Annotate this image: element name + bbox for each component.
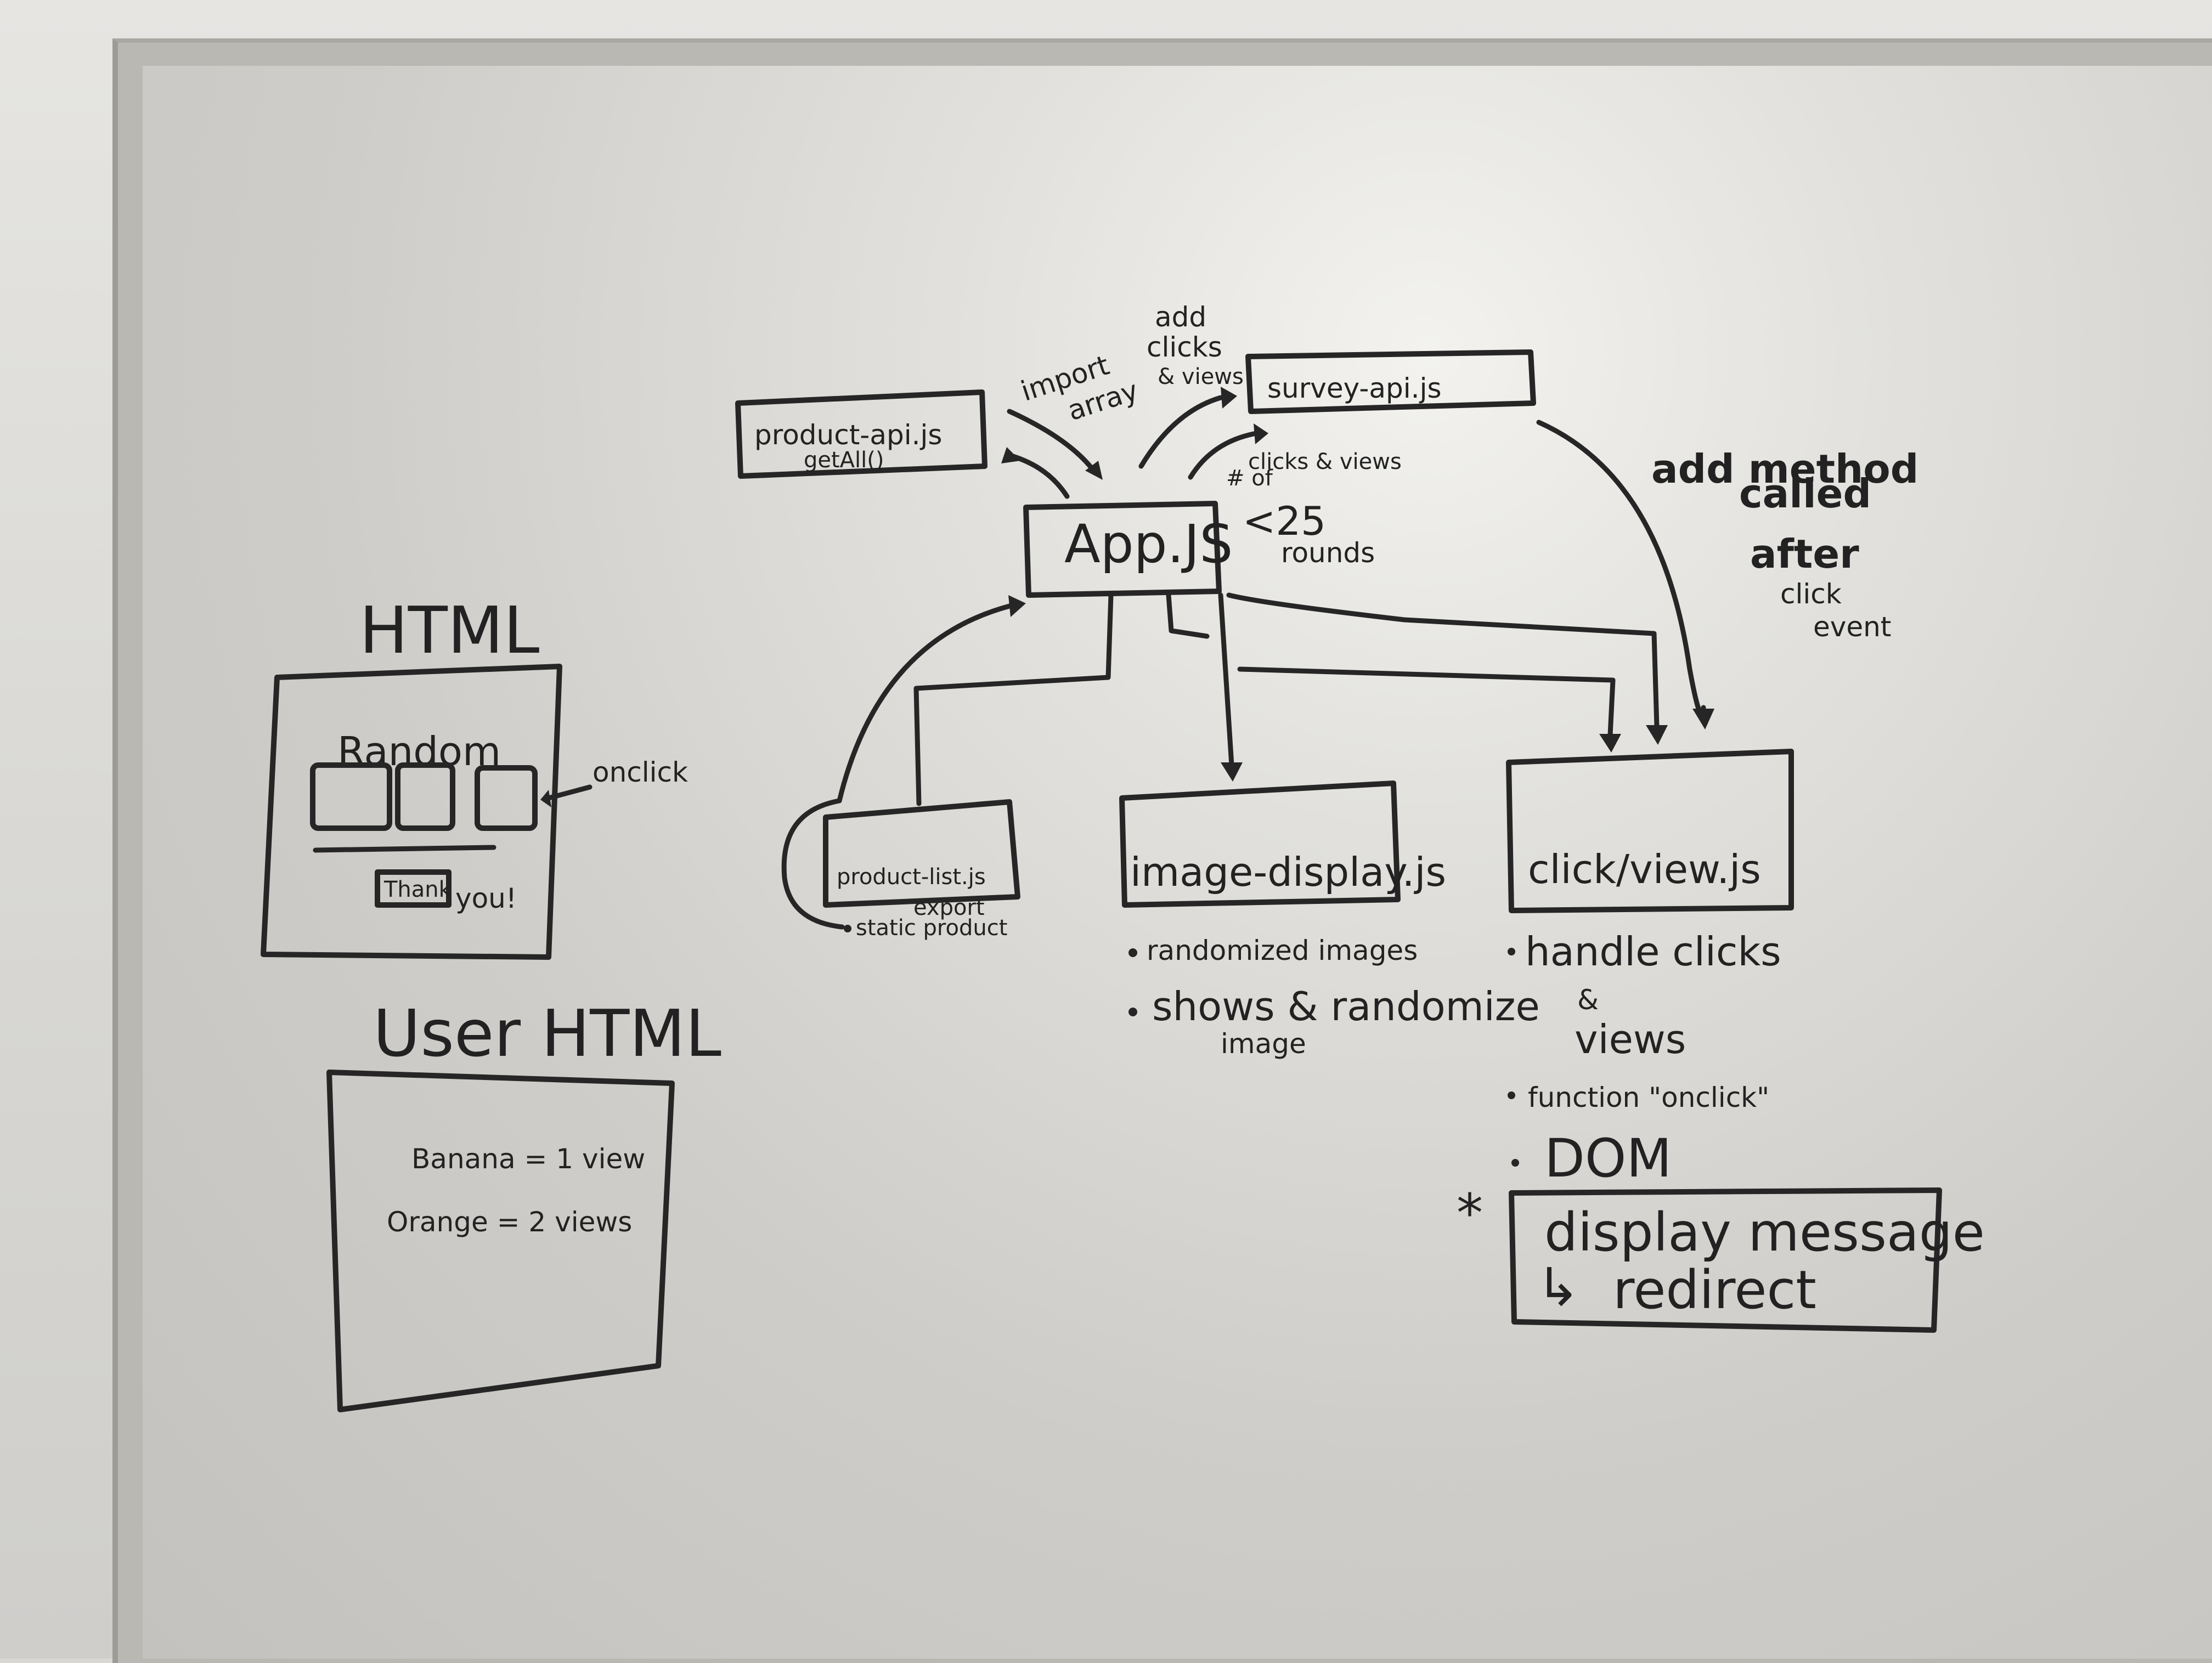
- function-onclick-note: function "onclick": [1528, 1082, 1769, 1113]
- clicks-views-rounds-note: # of clicks & views <25 rounds: [1226, 449, 1402, 569]
- app-box: App.JS: [1023, 501, 1233, 598]
- product-api-label: product-api.js: [754, 419, 942, 451]
- dom-note: DOM: [1544, 1128, 1672, 1189]
- app-label: App.JS: [1064, 513, 1233, 575]
- randomized-images-note: randomized images: [1147, 935, 1418, 966]
- shows-randomize-note: shows & randomize: [1152, 983, 1540, 1030]
- star-mark: *: [1457, 1183, 1483, 1244]
- whiteboard: [143, 66, 2212, 1659]
- you-label: you!: [455, 883, 517, 914]
- html-mock: HTML Random onclick Thank you!: [261, 592, 688, 960]
- html-mock-title: HTML: [359, 592, 540, 668]
- handle-clicks-note: handle clicks: [1525, 929, 1781, 975]
- rounds-note: rounds: [1281, 537, 1375, 569]
- connectors: [540, 387, 1714, 930]
- display-message-box: display message ↳ redirect: [1509, 1187, 1985, 1333]
- product-list-static-note: static product: [856, 915, 1007, 941]
- click-line: click: [1780, 578, 1842, 610]
- thank-you-button: [375, 869, 452, 908]
- mock-image-1: [310, 762, 392, 831]
- orange-views-line: Orange = 2 views: [387, 1206, 632, 1238]
- image-display-label: image-display.js: [1130, 849, 1446, 895]
- product-api-getall-label: getAll(): [804, 448, 884, 473]
- image-note: image: [1221, 1028, 1306, 1060]
- product-list-label: product-list.js: [837, 864, 986, 890]
- add-method-line: add method: [1651, 446, 1918, 492]
- product-api-box: product-api.js getAll(): [735, 389, 988, 479]
- redirect-label: redirect: [1613, 1259, 1816, 1321]
- add-clicks-views-note: add clicks & views: [1147, 301, 1244, 389]
- click-view-box: click/view.js: [1506, 749, 1794, 913]
- add-method-note: add method called after click event: [1651, 446, 1918, 643]
- add-note: add: [1155, 301, 1206, 333]
- and-note: &: [1577, 984, 1599, 1016]
- onclick-label: onclick: [592, 756, 688, 788]
- clicks-note: clicks: [1147, 331, 1222, 363]
- after-line: after: [1750, 531, 1859, 577]
- redirect-arrow-icon: ↳: [1536, 1257, 1580, 1318]
- views-note: views: [1575, 1016, 1686, 1062]
- user-html-mock: User HTML Banana = 1 view Orange = 2 vie…: [326, 995, 721, 1412]
- rounds-limit-note: <25: [1243, 498, 1326, 544]
- banana-views-line: Banana = 1 view: [411, 1143, 645, 1175]
- event-line: event: [1813, 611, 1891, 643]
- survey-api-label: survey-api.js: [1267, 372, 1442, 404]
- mock-image-2: [395, 762, 455, 831]
- click-view-notes: handle clicks & views function "onclick"…: [1457, 929, 1781, 1244]
- product-list-box: product-list.js export static product: [823, 799, 1020, 941]
- views-note: & views: [1158, 364, 1244, 389]
- clicks-views-note: clicks & views: [1248, 449, 1402, 474]
- image-display-notes: randomized images shows & randomize imag…: [1128, 935, 1540, 1060]
- thank-button-label: Thank: [383, 877, 452, 902]
- click-view-label: click/view.js: [1528, 846, 1761, 892]
- called-line: called: [1739, 471, 1871, 517]
- image-display-box: image-display.js: [1119, 780, 1446, 908]
- product-list-export-note: export: [913, 895, 985, 920]
- of-note: # of: [1226, 466, 1273, 491]
- user-html-title: User HTML: [373, 995, 721, 1071]
- survey-api-box: survey-api.js: [1245, 349, 1536, 414]
- mock-image-3: [475, 765, 538, 831]
- display-message-label: display message: [1544, 1202, 1985, 1263]
